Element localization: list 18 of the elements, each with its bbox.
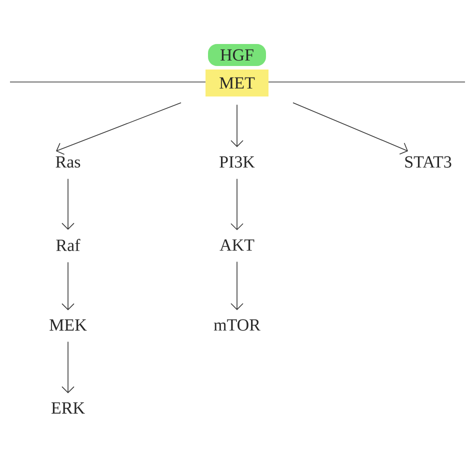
protein-label: Ras: [56, 156, 80, 168]
arrow: [230, 178, 244, 230]
arrow: [230, 104, 244, 148]
arrow: [62, 178, 74, 230]
protein-label: Raf: [56, 238, 80, 252]
protein-label: MEK: [50, 319, 87, 331]
arrow: [56, 102, 182, 155]
protein-label: mTOR: [214, 319, 260, 331]
protein-label: STAT3: [405, 156, 452, 168]
arrow: [292, 102, 408, 154]
protein-label: PI3K: [220, 156, 255, 168]
protein-label: ERK: [51, 402, 85, 414]
ligand-pill: HGF: [208, 44, 266, 66]
protein-label: AKT: [220, 239, 254, 251]
arrow: [230, 261, 244, 310]
arrow: [62, 262, 74, 310]
receptor-box: MET: [206, 70, 268, 96]
arrow: [62, 341, 74, 394]
